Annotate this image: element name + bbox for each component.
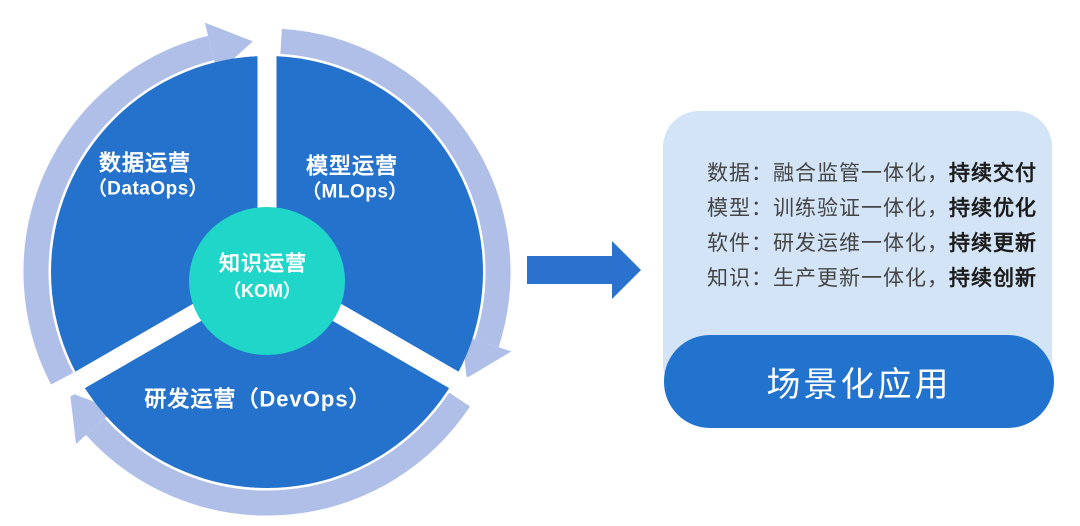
cycle-arc-dataops [23,35,215,385]
summary-line-knowledge-bold: 持续创新 [949,267,1037,290]
cycle-arrowhead-right-icon [462,335,512,379]
scenario-application-label: 场景化应用 [766,366,952,404]
summary-line-data: 数据：融合监管一体化，持续交付 [707,156,1052,191]
summary-line-software: 软件：研发运维一体化，持续更新 [707,226,1052,261]
cycle-arc-mlops [280,28,511,348]
summary-line-data-bold: 持续交付 [949,162,1037,185]
cycle-ring [23,22,512,516]
center-circle-title: 知识运营 [219,252,307,276]
summary-line-knowledge: 知识：生产更新一体化，持续创新 [707,261,1052,296]
summary-line-software-prefix: 软件：研发运维一体化， [707,232,949,255]
segment-devops-title: 研发运营（DevOps） [144,387,371,412]
summary-lines: 数据：融合监管一体化，持续交付 模型：训练验证一体化，持续优化 软件：研发运维一… [707,156,1052,296]
center-circle-subtitle: （KOM） [223,281,301,301]
summary-line-data-prefix: 数据：融合监管一体化， [707,162,949,185]
segment-mlops-title: 模型运营 [306,154,398,179]
segment-dataops-title: 数据运营 [99,151,191,176]
summary-line-software-bold: 持续更新 [949,232,1037,255]
segment-dataops-subtitle: （DataOps） [88,177,209,200]
summary-line-model: 模型：训练验证一体化，持续优化 [707,191,1052,226]
summary-line-model-prefix: 模型：训练验证一体化， [707,197,949,220]
center-circle [189,207,345,355]
scenario-application-banner: 场景化应用 [664,335,1054,428]
cycle-arc-devops [86,392,471,516]
flow-arrow-icon [527,241,641,299]
summary-line-knowledge-prefix: 知识：生产更新一体化， [707,267,949,290]
summary-line-model-bold: 持续优化 [949,197,1037,220]
cycle-arrowhead-top-icon [204,22,253,74]
segment-mlops-subtitle: （MLOps） [302,180,408,203]
